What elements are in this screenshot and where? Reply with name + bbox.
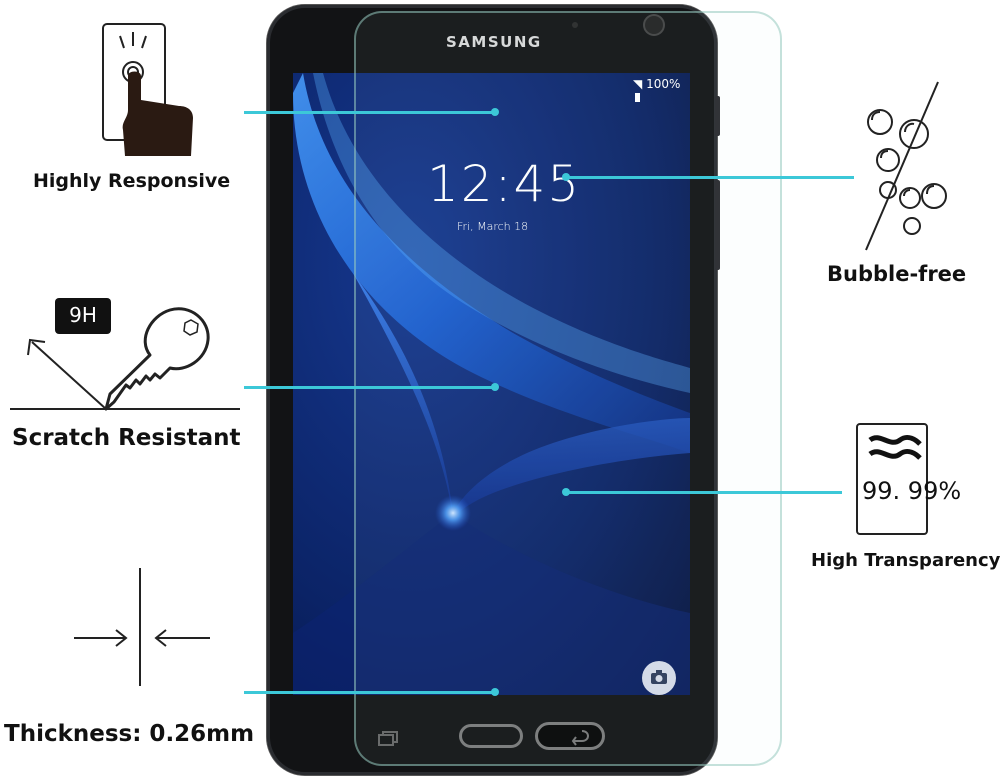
callout-dot-bubble — [562, 173, 570, 181]
back-button[interactable] — [535, 722, 605, 750]
hardness-badge-text: 9H — [69, 303, 97, 327]
clock-time: 12:45 — [427, 155, 582, 213]
label-high-transparency: High Transparency — [811, 550, 1000, 571]
key-scratch-icon — [10, 307, 240, 411]
callout-line-responsive — [244, 111, 497, 114]
label-bubble-free: Bubble-free — [827, 262, 967, 286]
status-bar: ◥ 100% — [633, 77, 690, 105]
callout-dot-transparency — [562, 488, 570, 496]
transparency-card — [856, 423, 928, 535]
brand-logo: SAMSUNG — [446, 33, 542, 51]
wifi-icon: ◥ — [633, 77, 643, 91]
camera-icon — [651, 670, 667, 684]
home-button[interactable] — [459, 724, 523, 748]
label-thickness: Thickness: 0.26mm — [4, 721, 255, 747]
battery-text: 100% — [646, 77, 681, 91]
callout-dot-responsive — [491, 108, 499, 116]
callout-line-bubble — [566, 176, 854, 179]
volume-button — [715, 96, 720, 136]
thickness-arrows-icon — [74, 568, 210, 686]
bubbles-icon — [865, 81, 947, 251]
sensor-dot — [572, 22, 578, 28]
clock-date: Fri, March 18 — [457, 220, 529, 233]
callout-line-scratch — [244, 386, 497, 389]
wave-transparency-icon — [868, 435, 922, 460]
camera-shortcut[interactable] — [642, 661, 676, 695]
front-camera-icon — [645, 16, 663, 34]
back-button-icon — [571, 730, 589, 746]
callout-line-thickness — [244, 691, 497, 694]
label-highly-responsive: Highly Responsive — [33, 170, 231, 192]
transparency-value: 99. 99% — [862, 477, 962, 505]
battery-icon — [635, 93, 640, 102]
touch-finger-icon — [102, 23, 193, 156]
label-scratch-resistant: Scratch Resistant — [12, 425, 241, 451]
power-button — [715, 180, 720, 270]
callout-line-transparency — [566, 491, 842, 494]
callout-dot-scratch — [491, 383, 499, 391]
hardness-badge — [55, 298, 111, 334]
callout-dot-thickness — [491, 688, 499, 696]
